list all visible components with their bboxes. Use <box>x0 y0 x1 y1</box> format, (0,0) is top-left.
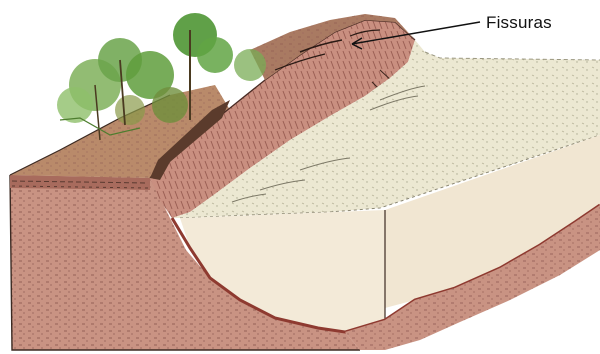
fissures-label: Fissuras <box>486 13 552 33</box>
